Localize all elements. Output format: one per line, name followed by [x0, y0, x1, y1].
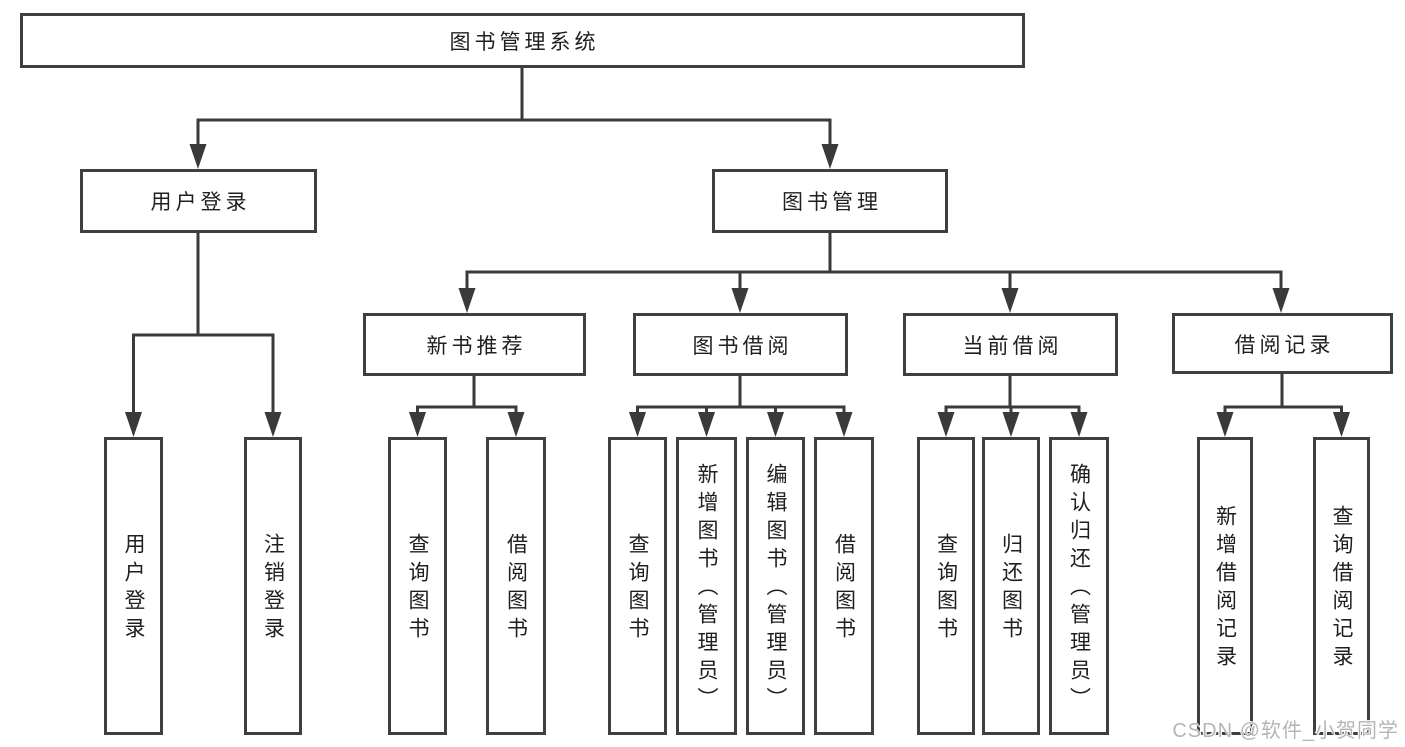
node-borrow-books-recommend: 借阅图书	[486, 437, 546, 735]
node-library-management-system: 图书管理系统	[20, 13, 1025, 68]
node-borrow-books-borrowing: 借阅图书	[814, 437, 874, 735]
node-query-books-borrowing: 查询图书	[608, 437, 667, 735]
node-user-login-action: 用户登录	[104, 437, 163, 735]
node-new-book-recommendation: 新书推荐	[363, 313, 586, 376]
node-book-borrowing: 图书借阅	[633, 313, 848, 376]
node-confirm-return-admin: 确认归还（管理员）	[1049, 437, 1109, 735]
node-add-books-admin: 新增图书（管理员）	[676, 437, 737, 735]
node-query-borrow-record: 查询借阅记录	[1313, 437, 1370, 735]
node-edit-books-admin: 编辑图书（管理员）	[746, 437, 805, 735]
node-borrowing-records: 借阅记录	[1172, 313, 1393, 374]
node-return-books: 归还图书	[982, 437, 1040, 735]
arrowhead-icons	[125, 144, 1350, 437]
node-current-borrowing: 当前借阅	[903, 313, 1118, 376]
node-book-management: 图书管理	[712, 169, 948, 233]
node-query-books-current: 查询图书	[917, 437, 975, 735]
watermark: CSDN @软件_小贺同学	[1172, 720, 1399, 742]
node-query-books-recommend: 查询图书	[388, 437, 447, 735]
node-logout-action: 注销登录	[244, 437, 302, 735]
node-add-borrow-record: 新增借阅记录	[1197, 437, 1253, 735]
node-user-login: 用户登录	[80, 169, 317, 233]
